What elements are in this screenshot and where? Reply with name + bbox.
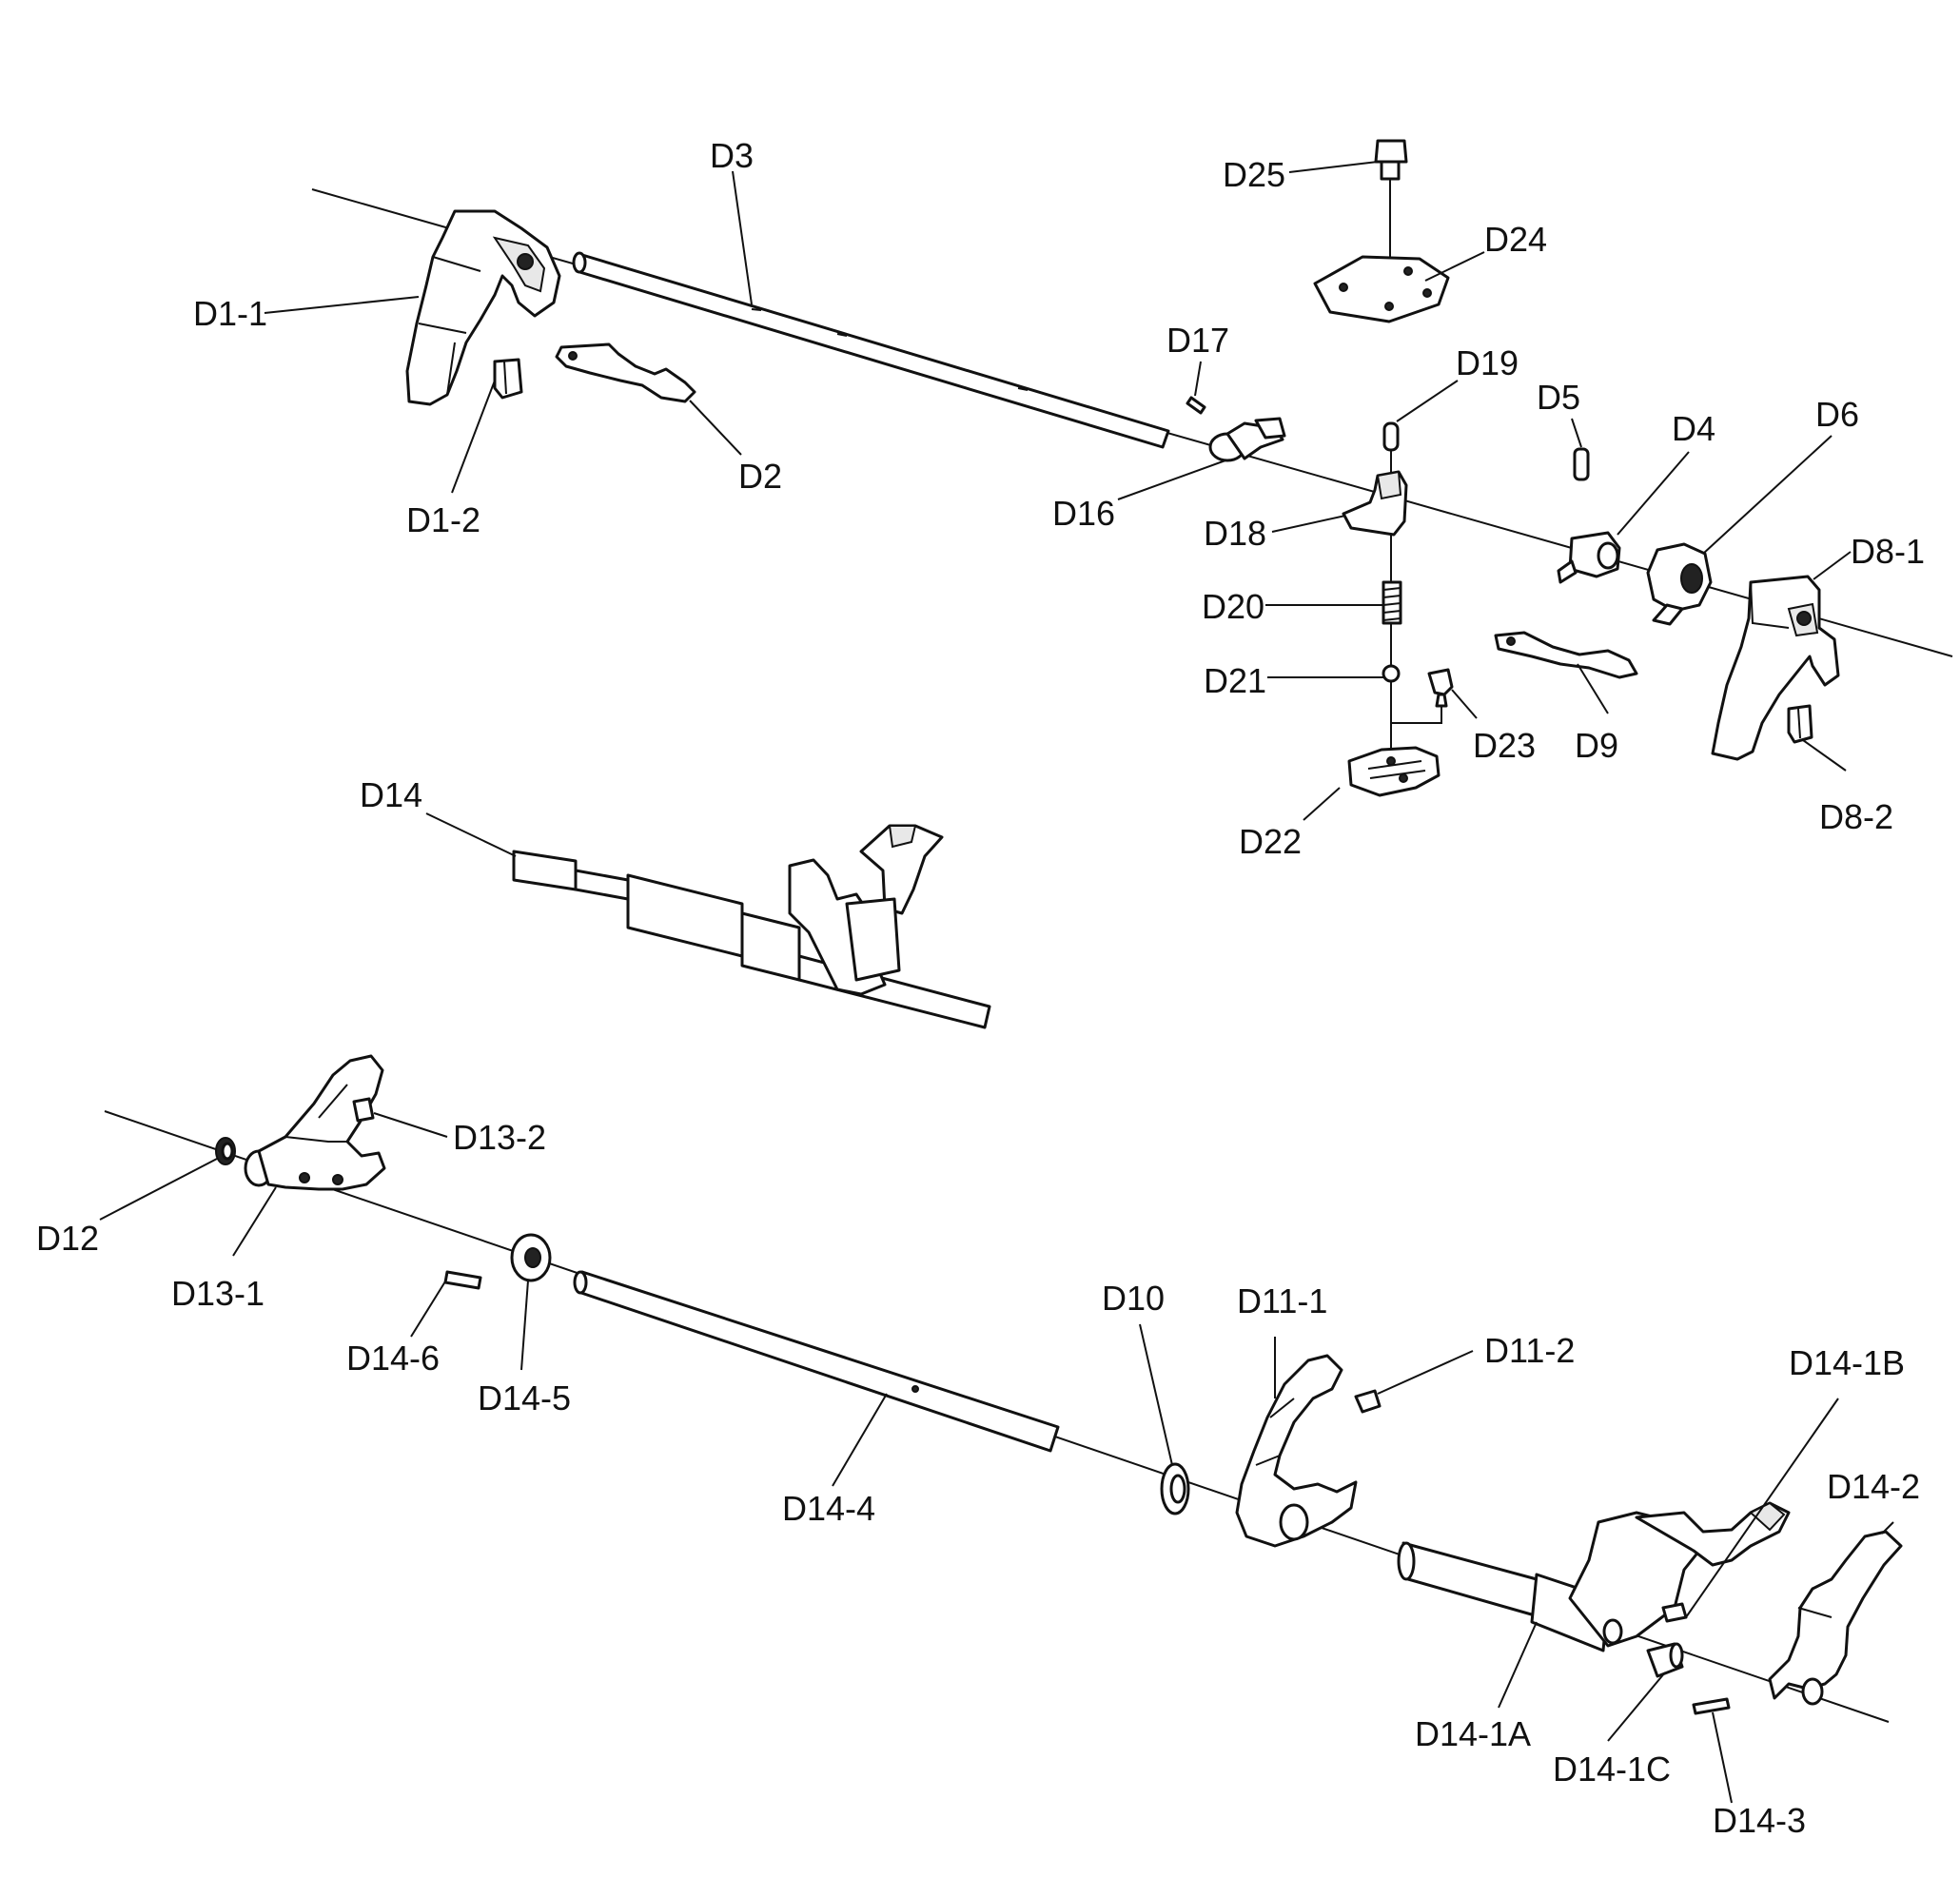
part-d8-2-shoe <box>1787 704 1813 744</box>
label-d4: D4 <box>1672 409 1715 448</box>
label-d14-5: D14-5 <box>478 1378 571 1418</box>
part-d23-plug-screw <box>1391 668 1454 724</box>
part-d14-shift-shaft <box>512 824 991 1029</box>
label-d14: D14 <box>360 775 422 814</box>
label-d14-1c: D14-1C <box>1553 1750 1671 1789</box>
part-d14-1c-bushing <box>1646 1642 1684 1678</box>
label-d24: D24 <box>1484 220 1547 259</box>
part-d17-pin <box>1186 396 1206 415</box>
part-d12-snap-ring <box>215 1137 236 1165</box>
part-d14-3-pin <box>1692 1697 1731 1715</box>
part-d19-pin <box>1382 421 1400 452</box>
label-d25: D25 <box>1223 155 1285 194</box>
part-d13-1-fork <box>244 1054 386 1191</box>
label-d20: D20 <box>1202 587 1264 626</box>
leader-lines <box>99 161 1894 1804</box>
part-d16-shift-block <box>1208 417 1286 462</box>
label-d16: D16 <box>1052 494 1115 533</box>
label-d13-1: D13-1 <box>171 1274 265 1313</box>
part-d14-4-shift-rail <box>573 1270 1060 1453</box>
part-d14-6-pin <box>443 1270 482 1290</box>
label-d17: D17 <box>1166 321 1229 360</box>
label-d8-2: D8-2 <box>1819 797 1893 836</box>
label-d11-2: D11-2 <box>1484 1331 1575 1370</box>
label-d8-1: D8-1 <box>1851 532 1925 571</box>
part-d4-block <box>1557 531 1621 584</box>
label-d23: D23 <box>1473 726 1536 765</box>
label-d9: D9 <box>1575 726 1618 765</box>
part-d5-pin <box>1573 447 1590 481</box>
label-d2: D2 <box>738 457 782 496</box>
label-d3: D3 <box>710 136 754 175</box>
label-d13-2: D13-2 <box>453 1118 546 1157</box>
label-d14-1a: D14-1A <box>1415 1714 1531 1753</box>
label-d12: D12 <box>36 1219 99 1258</box>
part-d22-bracket <box>1347 746 1441 797</box>
part-d14-1a-shift-shaft <box>1397 1501 1791 1652</box>
part-d8-1-shift-fork <box>1711 575 1840 761</box>
label-d11-1: D11-1 <box>1237 1281 1327 1320</box>
label-d14-4: D14-4 <box>782 1489 875 1528</box>
part-d24-cover-plate <box>1313 255 1450 323</box>
label-d14-3: D14-3 <box>1713 1801 1806 1840</box>
label-d14-1b: D14-1B <box>1789 1343 1905 1382</box>
part-d11-1-fork <box>1235 1354 1358 1548</box>
label-d21: D21 <box>1204 661 1266 700</box>
part-d25-bolt <box>1374 139 1408 181</box>
part-d6-shift-block <box>1646 542 1713 626</box>
label-d18: D18 <box>1204 514 1266 553</box>
label-d1-1: D1-1 <box>193 294 267 333</box>
part-d21-ball <box>1382 664 1401 683</box>
label-d10: D10 <box>1102 1279 1165 1318</box>
part-d14-2-fork <box>1768 1530 1903 1706</box>
label-d14-2: D14-2 <box>1827 1467 1920 1506</box>
label-d5: D5 <box>1537 378 1580 417</box>
part-d18-select-lever <box>1342 470 1408 537</box>
part-d9-interlock-plate <box>1494 631 1638 679</box>
part-d2-interlock-plate <box>555 342 696 403</box>
part-d11-2-shoe <box>1354 1389 1382 1414</box>
label-d22: D22 <box>1239 822 1302 861</box>
part-d10-snap-ring <box>1160 1462 1190 1515</box>
part-d13-2-shoe <box>352 1097 375 1123</box>
label-d19: D19 <box>1456 343 1519 382</box>
part-labels: D3 D25 D24 D1-1 D17 D19 D5 D4 D6 D8-1 D2… <box>36 136 1925 1840</box>
label-d1-2: D1-2 <box>406 500 480 539</box>
part-d3-shift-rail <box>572 251 1170 449</box>
part-d14-1b-key <box>1661 1602 1688 1623</box>
part-d20-spring <box>1382 580 1402 625</box>
part-d1-2-shoe <box>493 358 523 400</box>
part-d1-1-shift-fork <box>405 209 561 406</box>
label-d6: D6 <box>1815 395 1859 434</box>
part-d14-5-collar <box>510 1233 552 1282</box>
label-d14-6: D14-6 <box>346 1339 440 1378</box>
